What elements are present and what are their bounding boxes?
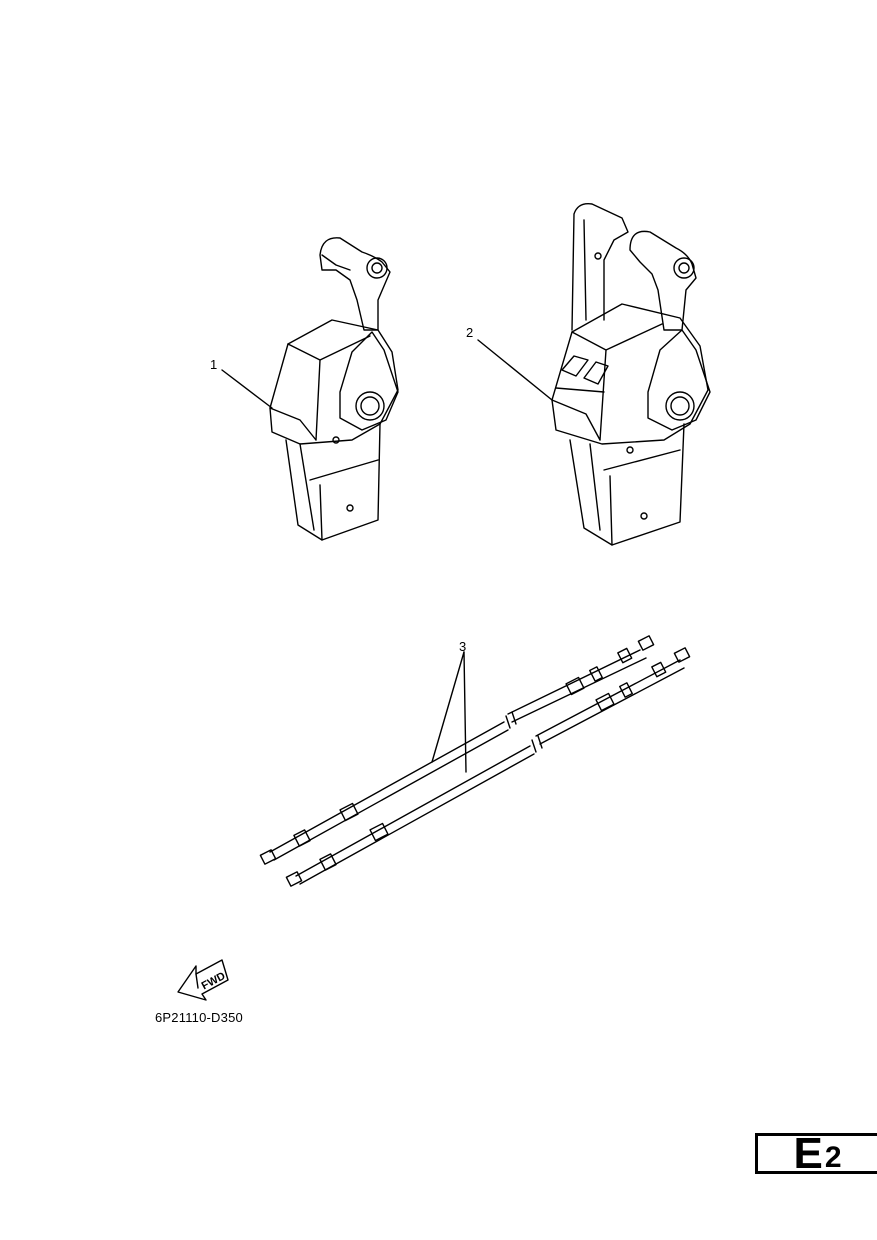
- fwd-arrow-icon: FWD: [177, 959, 229, 1001]
- remote-control-dual-lever: [477, 203, 711, 546]
- figure-code: 6P21110-D350: [155, 1010, 243, 1025]
- callout-1: 1: [210, 357, 218, 372]
- callout-2: 2: [466, 325, 474, 340]
- section-tab: E 2: [755, 1128, 877, 1178]
- section-letter: E: [793, 1128, 823, 1178]
- section-number: 2: [824, 1140, 842, 1174]
- remote-control-single-lever: [221, 237, 399, 541]
- remote-control-cables: [259, 635, 691, 887]
- callout-3: 3: [459, 639, 467, 654]
